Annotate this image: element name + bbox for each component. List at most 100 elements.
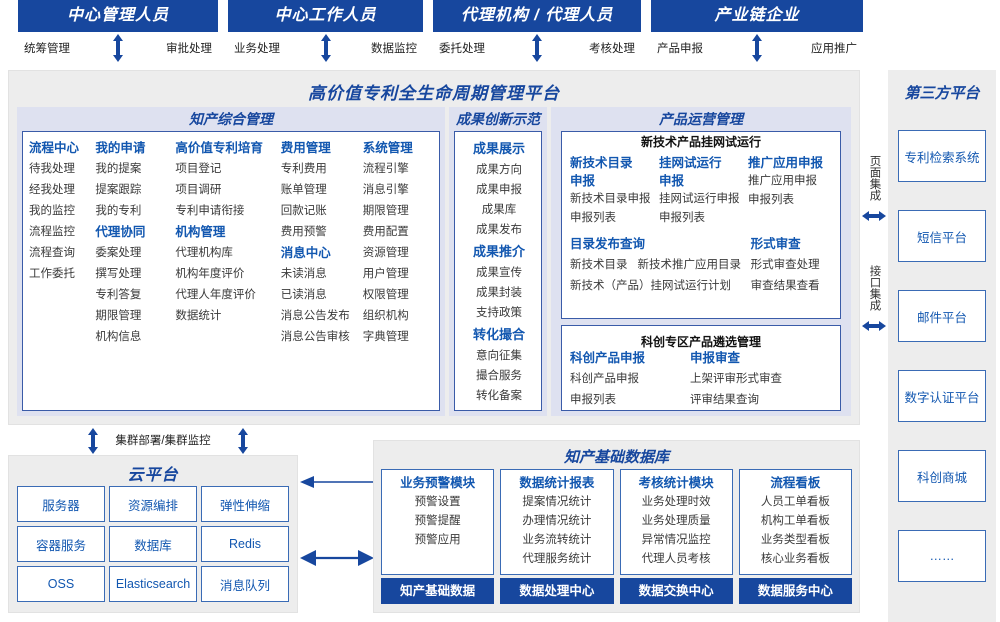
kdb-column-head[interactable]: 流程看板 [770, 476, 821, 490]
menu-item[interactable]: 机构年度评价 [175, 268, 245, 280]
role-column-3[interactable]: 产业链企业 产品申报 应用推广 [651, 0, 863, 62]
cloud-cell-mq[interactable]: 消息队列 [201, 566, 289, 602]
menu-item[interactable]: 成果宣传 [475, 267, 522, 279]
kdb-item[interactable]: 业务处理时效 [641, 496, 711, 508]
menu-head[interactable]: 流程中心 [29, 141, 80, 155]
menu-item[interactable]: 待我处理 [29, 163, 75, 175]
menu-item[interactable]: 申报列表 [570, 394, 616, 406]
menu-item[interactable]: 账单管理 [280, 184, 327, 196]
third-party-item-more[interactable]: …… [898, 530, 986, 582]
menu-head[interactable]: 我的申请 [95, 141, 146, 155]
kdb-bar-base-data[interactable]: 知产基础数据 [381, 578, 495, 604]
menu-item[interactable]: 形式审查处理 [750, 259, 820, 271]
menu-item[interactable]: 机构信息 [95, 331, 142, 343]
menu-item[interactable]: 流程引擎 [362, 163, 409, 175]
menu-item[interactable]: 支持政策 [475, 307, 522, 319]
menu-item[interactable]: 评审结果查询 [690, 394, 759, 406]
kdb-bar-data-processing[interactable]: 数据处理中心 [500, 578, 614, 604]
menu-item[interactable]: 上架评审形式审查 [690, 373, 782, 385]
cloud-cell-autoscaling[interactable]: 弹性伸缩 [201, 486, 289, 522]
cloud-cell-orchestration[interactable]: 资源编排 [109, 486, 197, 522]
role-column-1[interactable]: 中心工作人员 业务处理 数据监控 [228, 0, 423, 62]
menu-item[interactable]: 推广应用申报 [748, 175, 817, 187]
kdb-column-head[interactable]: 数据统计报表 [519, 476, 595, 490]
menu-item[interactable]: 流程查询 [29, 247, 75, 259]
menu-head[interactable]: 目录发布查询 [570, 237, 646, 251]
menu-item[interactable]: 我的专利 [95, 205, 142, 217]
kdb-item[interactable]: 异常情况监控 [641, 534, 711, 546]
cloud-cell-elasticsearch[interactable]: Elasticsearch [109, 566, 197, 602]
menu-item[interactable]: 消息引擎 [362, 184, 409, 196]
menu-item[interactable]: 成果申报 [475, 184, 522, 196]
menu-item[interactable]: 流程监控 [29, 226, 75, 238]
menu-item[interactable]: 审查结果查看 [750, 280, 820, 292]
role-column-2[interactable]: 代理机构 / 代理人员 委托处理 考核处理 [433, 0, 641, 62]
menu-head[interactable]: 转化撮合 [472, 327, 525, 342]
menu-item[interactable]: 我的提案 [95, 163, 142, 175]
cloud-cell-container[interactable]: 容器服务 [17, 526, 105, 562]
menu-item[interactable]: 撰写处理 [95, 268, 142, 280]
kdb-bar-data-exchange[interactable]: 数据交换中心 [619, 578, 733, 604]
menu-head[interactable]: 形式审查 [750, 237, 801, 251]
kdb-item[interactable]: 业务流转统计 [522, 534, 592, 546]
kdb-item[interactable]: 提案情况统计 [522, 496, 592, 508]
menu-item[interactable]: 用户管理 [362, 268, 409, 280]
menu-head[interactable]: 高价值专利培育 [175, 141, 263, 155]
kdb-item[interactable]: 预警设置 [414, 496, 461, 508]
menu-item[interactable]: 期限管理 [95, 310, 142, 322]
menu-head[interactable]: 申报审查 [690, 351, 741, 365]
menu-item[interactable]: 项目调研 [175, 184, 222, 196]
menu-item[interactable]: 资源管理 [362, 247, 409, 259]
menu-head[interactable]: 成果推介 [472, 244, 525, 259]
menu-item[interactable]: 申报列表 [659, 212, 705, 224]
menu-item[interactable]: 消息公告发布 [280, 310, 350, 322]
menu-item[interactable]: 成果方向 [475, 164, 522, 176]
cloud-cell-oss[interactable]: OSS [17, 566, 105, 602]
menu-item[interactable]: 新技术目录 [570, 259, 628, 271]
menu-head[interactable]: 科创产品申报 [570, 351, 646, 365]
menu-item[interactable]: 撮合服务 [475, 370, 522, 382]
menu-item[interactable]: 字典管理 [362, 331, 409, 343]
menu-item[interactable]: 工作委托 [29, 268, 75, 280]
menu-item[interactable]: 消息公告审核 [280, 331, 350, 343]
menu-head[interactable]: 消息中心 [280, 246, 331, 260]
kdb-item[interactable]: 业务处理质量 [641, 515, 711, 527]
kdb-item[interactable]: 人员工单看板 [760, 496, 830, 508]
menu-item[interactable]: 费用预警 [280, 226, 327, 238]
menu-item[interactable]: 成果发布 [475, 224, 522, 236]
kdb-item[interactable]: 办理情况统计 [522, 515, 592, 527]
third-party-item-email[interactable]: 邮件平台 [898, 290, 986, 342]
kdb-column-head[interactable]: 考核统计模块 [638, 476, 714, 490]
menu-item[interactable]: 数据统计 [175, 310, 222, 322]
menu-item[interactable]: 挂网试运行申报 [659, 193, 740, 205]
cloud-cell-database[interactable]: 数据库 [109, 526, 197, 562]
third-party-item-sms[interactable]: 短信平台 [898, 210, 986, 262]
kdb-item[interactable]: 代理人员考核 [641, 553, 711, 565]
kdb-column-head[interactable]: 业务预警模块 [400, 476, 476, 490]
third-party-item-digital-cert[interactable]: 数字认证平台 [898, 370, 986, 422]
third-party-item-patent-search[interactable]: 专利检索系统 [898, 130, 986, 182]
menu-item[interactable]: 成果封装 [475, 287, 522, 299]
menu-item[interactable]: 组织机构 [362, 310, 409, 322]
menu-head[interactable]: 系统管理 [362, 141, 413, 155]
menu-head[interactable]: 成果展示 [472, 141, 525, 156]
third-party-item-innovation-mall[interactable]: 科创商城 [898, 450, 986, 502]
menu-head[interactable]: 新技术目录申报 [570, 156, 633, 188]
menu-head[interactable]: 挂网试运行申报 [659, 156, 722, 188]
kdb-bar-data-service[interactable]: 数据服务中心 [738, 578, 852, 604]
menu-head[interactable]: 机构管理 [175, 225, 226, 239]
kdb-item[interactable]: 代理服务统计 [522, 553, 592, 565]
menu-item[interactable]: 未读消息 [280, 268, 327, 280]
menu-item[interactable]: 专利申请衔接 [175, 205, 245, 217]
menu-item[interactable]: 新技术（产品）挂网试运行计划 [570, 280, 731, 292]
menu-item[interactable]: 新技术推广应用目录 [637, 259, 742, 271]
menu-item[interactable]: 权限管理 [362, 289, 409, 301]
cloud-cell-server[interactable]: 服务器 [17, 486, 105, 522]
menu-item[interactable]: 已读消息 [280, 289, 327, 301]
menu-item[interactable]: 期限管理 [362, 205, 409, 217]
kdb-item[interactable]: 业务类型看板 [760, 534, 830, 546]
menu-head[interactable]: 推广应用申报 [748, 156, 824, 170]
menu-item[interactable]: 代理机构库 [175, 247, 233, 259]
menu-item[interactable]: 经我处理 [29, 184, 75, 196]
menu-item[interactable]: 转化备案 [475, 390, 522, 402]
